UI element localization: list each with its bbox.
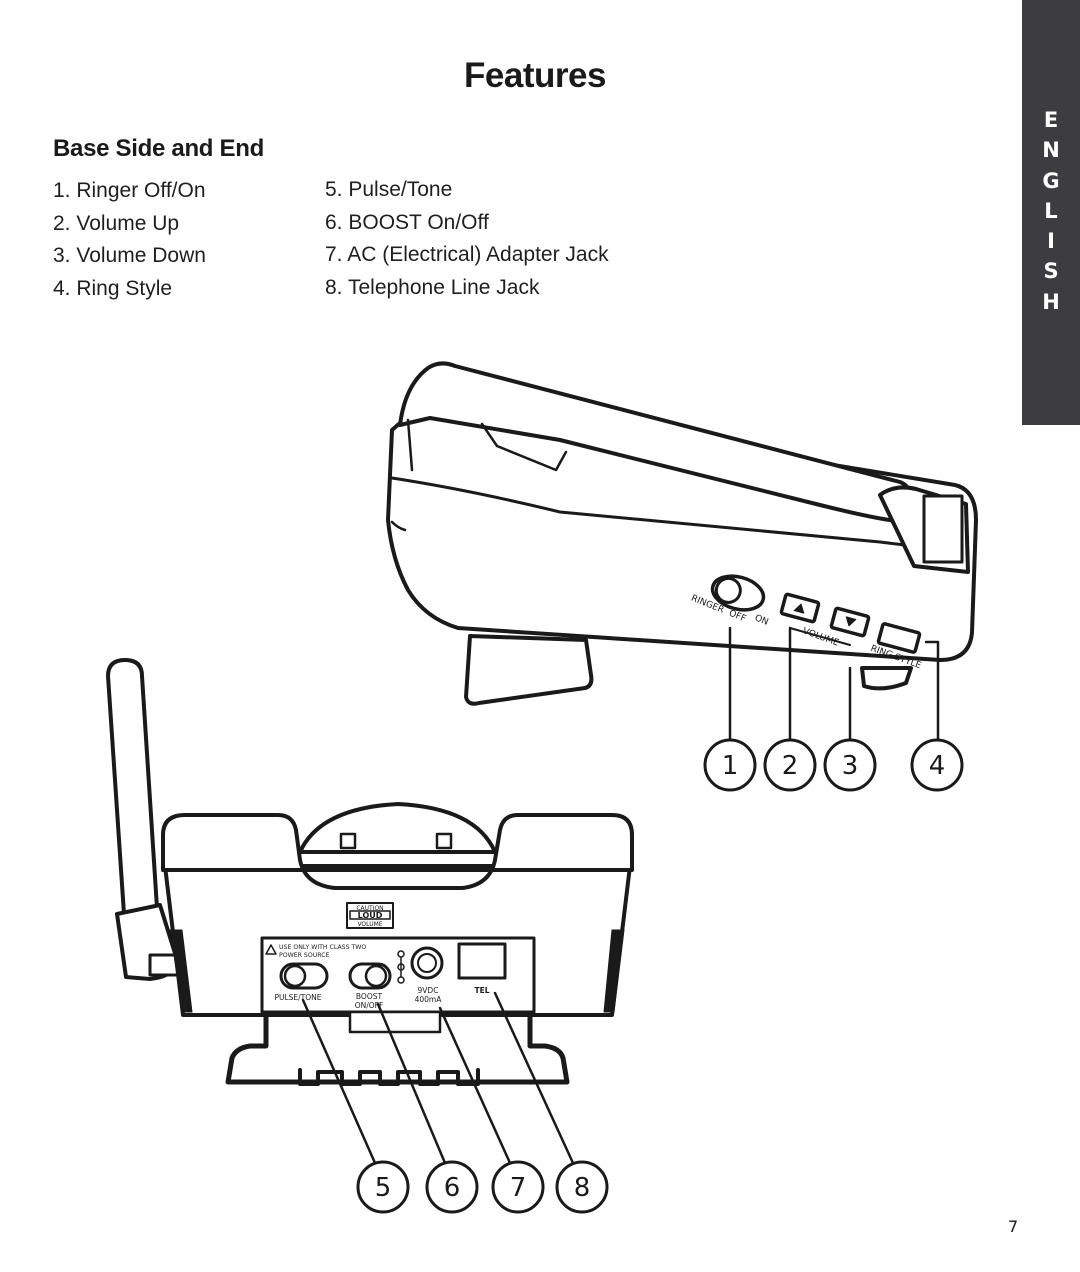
callout-circle-4 [910, 738, 964, 792]
pulse-tone-label: PULSE/TONE [274, 993, 321, 1002]
loud-label-bar [349, 910, 391, 920]
tab-letter: H [1042, 289, 1060, 314]
caution-label: CAUTION [356, 905, 383, 912]
ringer-switch [710, 574, 766, 612]
volume-down-icon [845, 616, 857, 627]
callout-circle-2 [763, 738, 817, 792]
handset-earpiece-groove [480, 422, 568, 472]
feature-item: 8. Telephone Line Jack [325, 275, 540, 299]
page-number: 7 [1008, 1217, 1019, 1236]
callout-line-5 [301, 998, 377, 1165]
callout-number-5: 5 [375, 1173, 392, 1203]
volume-down-button [829, 606, 871, 638]
callout-number-7: 7 [510, 1173, 527, 1203]
callout-circle-6 [425, 1160, 479, 1214]
rear-panel-lower-box [348, 1010, 442, 1034]
side-view-handset [398, 361, 913, 524]
callout-line-8 [493, 991, 575, 1165]
cradle-end-window [922, 494, 964, 564]
volume-bracket-line [789, 627, 851, 646]
cradle-contact-left [339, 832, 357, 850]
callout-line-6 [376, 1002, 447, 1165]
tab-letter: I [1047, 229, 1055, 254]
callout-number-6: 6 [444, 1173, 461, 1203]
feature-item: 5. Pulse/Tone [325, 178, 453, 201]
tel-label: TEL [474, 986, 489, 995]
callout-circle-7 [491, 1160, 545, 1214]
voltage-label: 9VDC [418, 986, 439, 995]
pulse-tone-switch [279, 962, 329, 990]
loud-label: LOUD [358, 911, 383, 920]
tab-letter: S [1043, 259, 1059, 284]
tab-letter: N [1042, 138, 1060, 163]
language-tab-letters: E N G L I S H [1022, 105, 1080, 317]
end-view-right-shading [603, 929, 625, 1013]
feature-item: 6. BOOST On/Off [325, 210, 489, 234]
section-heading: Base Side and End [53, 135, 264, 162]
callout-circle-1 [703, 738, 757, 792]
ringer-on-label: ON [753, 613, 770, 627]
callout-circle-3 [823, 738, 877, 792]
callout-circle-8 [555, 1160, 609, 1214]
boost-on-off-label: ON/OFF [355, 1001, 384, 1010]
callout-line-4 [924, 640, 940, 742]
antenna [106, 658, 159, 916]
end-view-feet-notches [298, 1068, 480, 1086]
warning-text-line1: USE ONLY WITH CLASS TWO [279, 944, 366, 951]
features-list-column-2: 5. Pulse/Tone 6. BOOST On/Off 7. AC (Ele… [325, 174, 609, 304]
volume-up-button [779, 592, 821, 624]
boost-switch [348, 962, 392, 990]
feature-item: 1. Ringer Off/On [53, 179, 206, 202]
handset-inner-edge [406, 418, 414, 472]
telephone-line-jack [457, 942, 507, 980]
cradle-hook-bump [298, 802, 497, 854]
boost-label: BOOST [356, 992, 383, 1001]
ring-style-button [876, 622, 922, 654]
callout-number-4: 4 [929, 751, 946, 781]
warning-text-line2: POWER SOURCE [279, 952, 330, 959]
ac-adapter-jack [410, 946, 444, 980]
feature-item: 4. Ring Style [53, 276, 173, 300]
side-view-lower-line [390, 520, 407, 532]
callout-number-3: 3 [842, 751, 859, 781]
loud-volume-label: VOLUME [357, 921, 382, 928]
callout-number-1: 1 [722, 751, 739, 781]
callout-number-8: 8 [574, 1173, 591, 1203]
tab-letter: L [1044, 198, 1058, 223]
callout-line-7 [438, 1006, 512, 1165]
warning-triangle-icon [265, 944, 277, 955]
tab-letter: E [1043, 108, 1059, 132]
feature-item: 3. Volume Down [53, 244, 206, 267]
page-title: Features [464, 56, 606, 95]
callout-circle-5 [356, 1160, 410, 1214]
cradle-contact-right [435, 832, 453, 850]
feature-item: 7. AC (Electrical) Adapter Jack [325, 243, 609, 266]
side-view-rear-foot [860, 666, 913, 691]
callout-number-2: 2 [782, 751, 799, 781]
tab-letter: G [1042, 168, 1060, 193]
polarity-symbol-icon [397, 950, 405, 984]
features-list-column-1: 1. Ringer Off/On 2. Volume Up 3. Volume … [53, 175, 206, 305]
volume-up-icon [793, 603, 805, 614]
current-label: 400mA [415, 995, 443, 1004]
feature-item: 2. Volume Up [53, 211, 180, 235]
end-view-left-shading [169, 929, 193, 1013]
language-side-tab: E N G L I S H [1022, 0, 1080, 425]
side-view-foot [464, 634, 594, 706]
end-view-cradle-housing [161, 813, 634, 890]
